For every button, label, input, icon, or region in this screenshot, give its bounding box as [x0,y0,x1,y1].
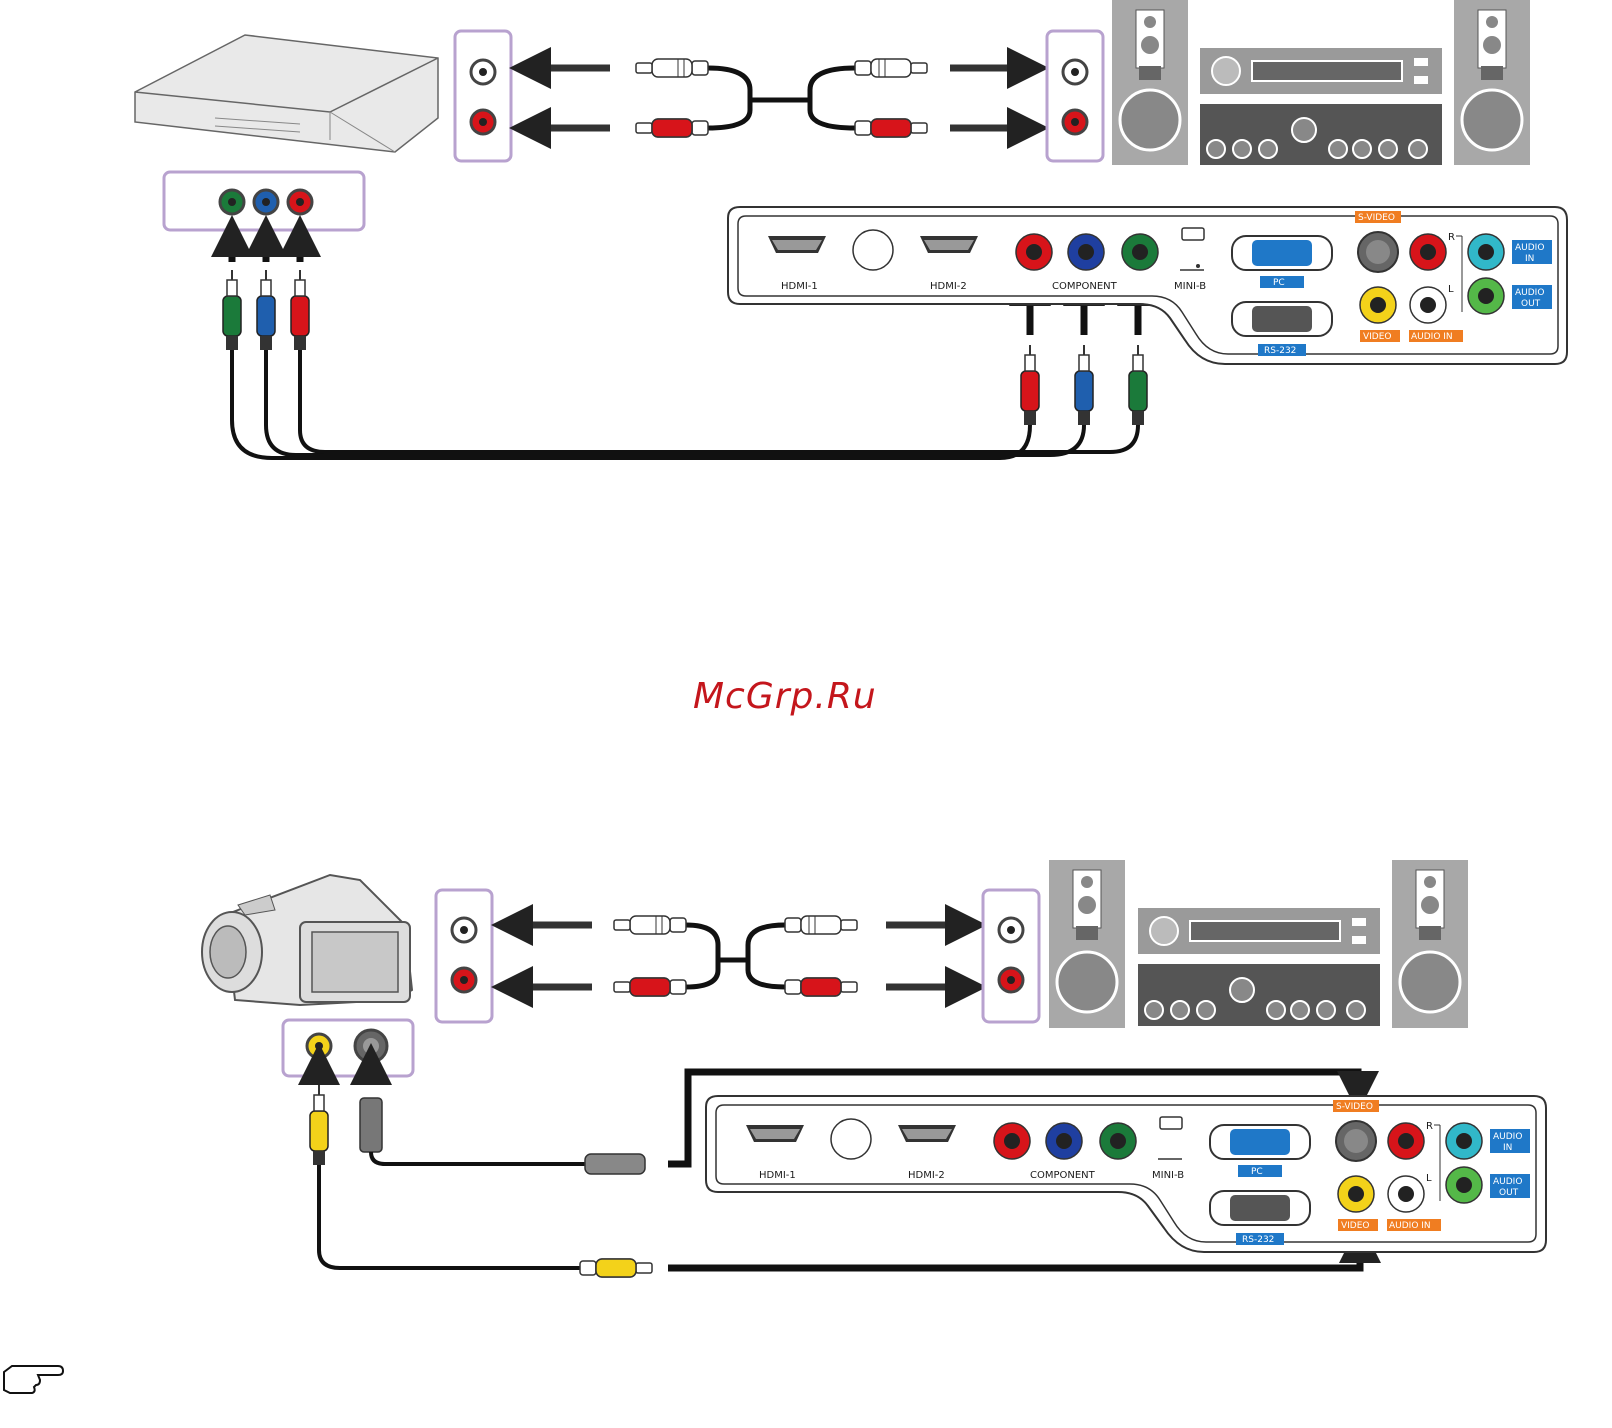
l-mark-top: L [1448,284,1454,295]
pc-label-bottom: PC [1251,1167,1263,1177]
audio-out-label-bottom-2: OUT [1499,1188,1519,1198]
hdmi2-label-top: HDMI-2 [930,281,967,292]
stereo-system-icon [1112,0,1530,165]
video-label-bottom: VIDEO [1341,1221,1370,1231]
camcorder-icon [202,875,412,1005]
receiver-audio-jacks-top [1047,31,1103,161]
audio-in-side-label-bottom-2: IN [1503,1143,1512,1153]
audio-in-side-label-top-1: AUDIO [1515,243,1544,253]
dvd-audio-jacks [455,31,511,161]
note-hand-icon [4,1366,63,1393]
receiver-audio-jacks-bottom [983,890,1039,1022]
hdmi1-label-top: HDMI-1 [781,281,818,292]
camcorder-audio-jacks [436,890,492,1022]
audio-in-bottom-label-top: AUDIO IN [1411,332,1453,342]
audio-in-bottom-label-bottom: AUDIO IN [1389,1221,1431,1231]
watermark-text: McGrp.Ru [693,676,877,717]
svideo-label-bottom: S-VIDEO [1336,1102,1373,1112]
mini-b-label-bottom: MINI-B [1152,1170,1184,1181]
component-label-top: COMPONENT [1052,281,1118,292]
r-mark-top: R [1448,232,1455,243]
l-mark-bottom: L [1426,1173,1432,1184]
audio-cable-top [530,59,1028,137]
mini-b-label-top: MINI-B [1174,281,1206,292]
r-mark-bottom: R [1426,1121,1433,1132]
dvd-component-jacks [164,172,364,230]
video-label-top: VIDEO [1363,332,1392,342]
hdmi1-label-bottom: HDMI-1 [759,1170,796,1181]
hdmi2-label-bottom: HDMI-2 [908,1170,945,1181]
audio-cable-bottom [512,916,966,996]
audio-out-label-bottom-1: AUDIO [1493,1177,1522,1187]
svideo-label-top: S-VIDEO [1358,213,1395,223]
rs232-label-top: RS-232 [1264,346,1296,356]
pc-label-top: PC [1273,278,1285,288]
audio-in-side-label-bottom-1: AUDIO [1493,1132,1522,1142]
dvd-player-icon [135,35,438,152]
rs232-label-bottom: RS-232 [1242,1235,1274,1245]
audio-out-label-top-1: AUDIO [1515,288,1544,298]
camcorder-video-jacks [283,1020,413,1076]
audio-in-side-label-top-2: IN [1525,254,1534,264]
stereo-system-icon-bottom [1049,860,1468,1028]
audio-out-label-top-2: OUT [1521,299,1541,309]
component-label-bottom: COMPONENT [1030,1170,1096,1181]
